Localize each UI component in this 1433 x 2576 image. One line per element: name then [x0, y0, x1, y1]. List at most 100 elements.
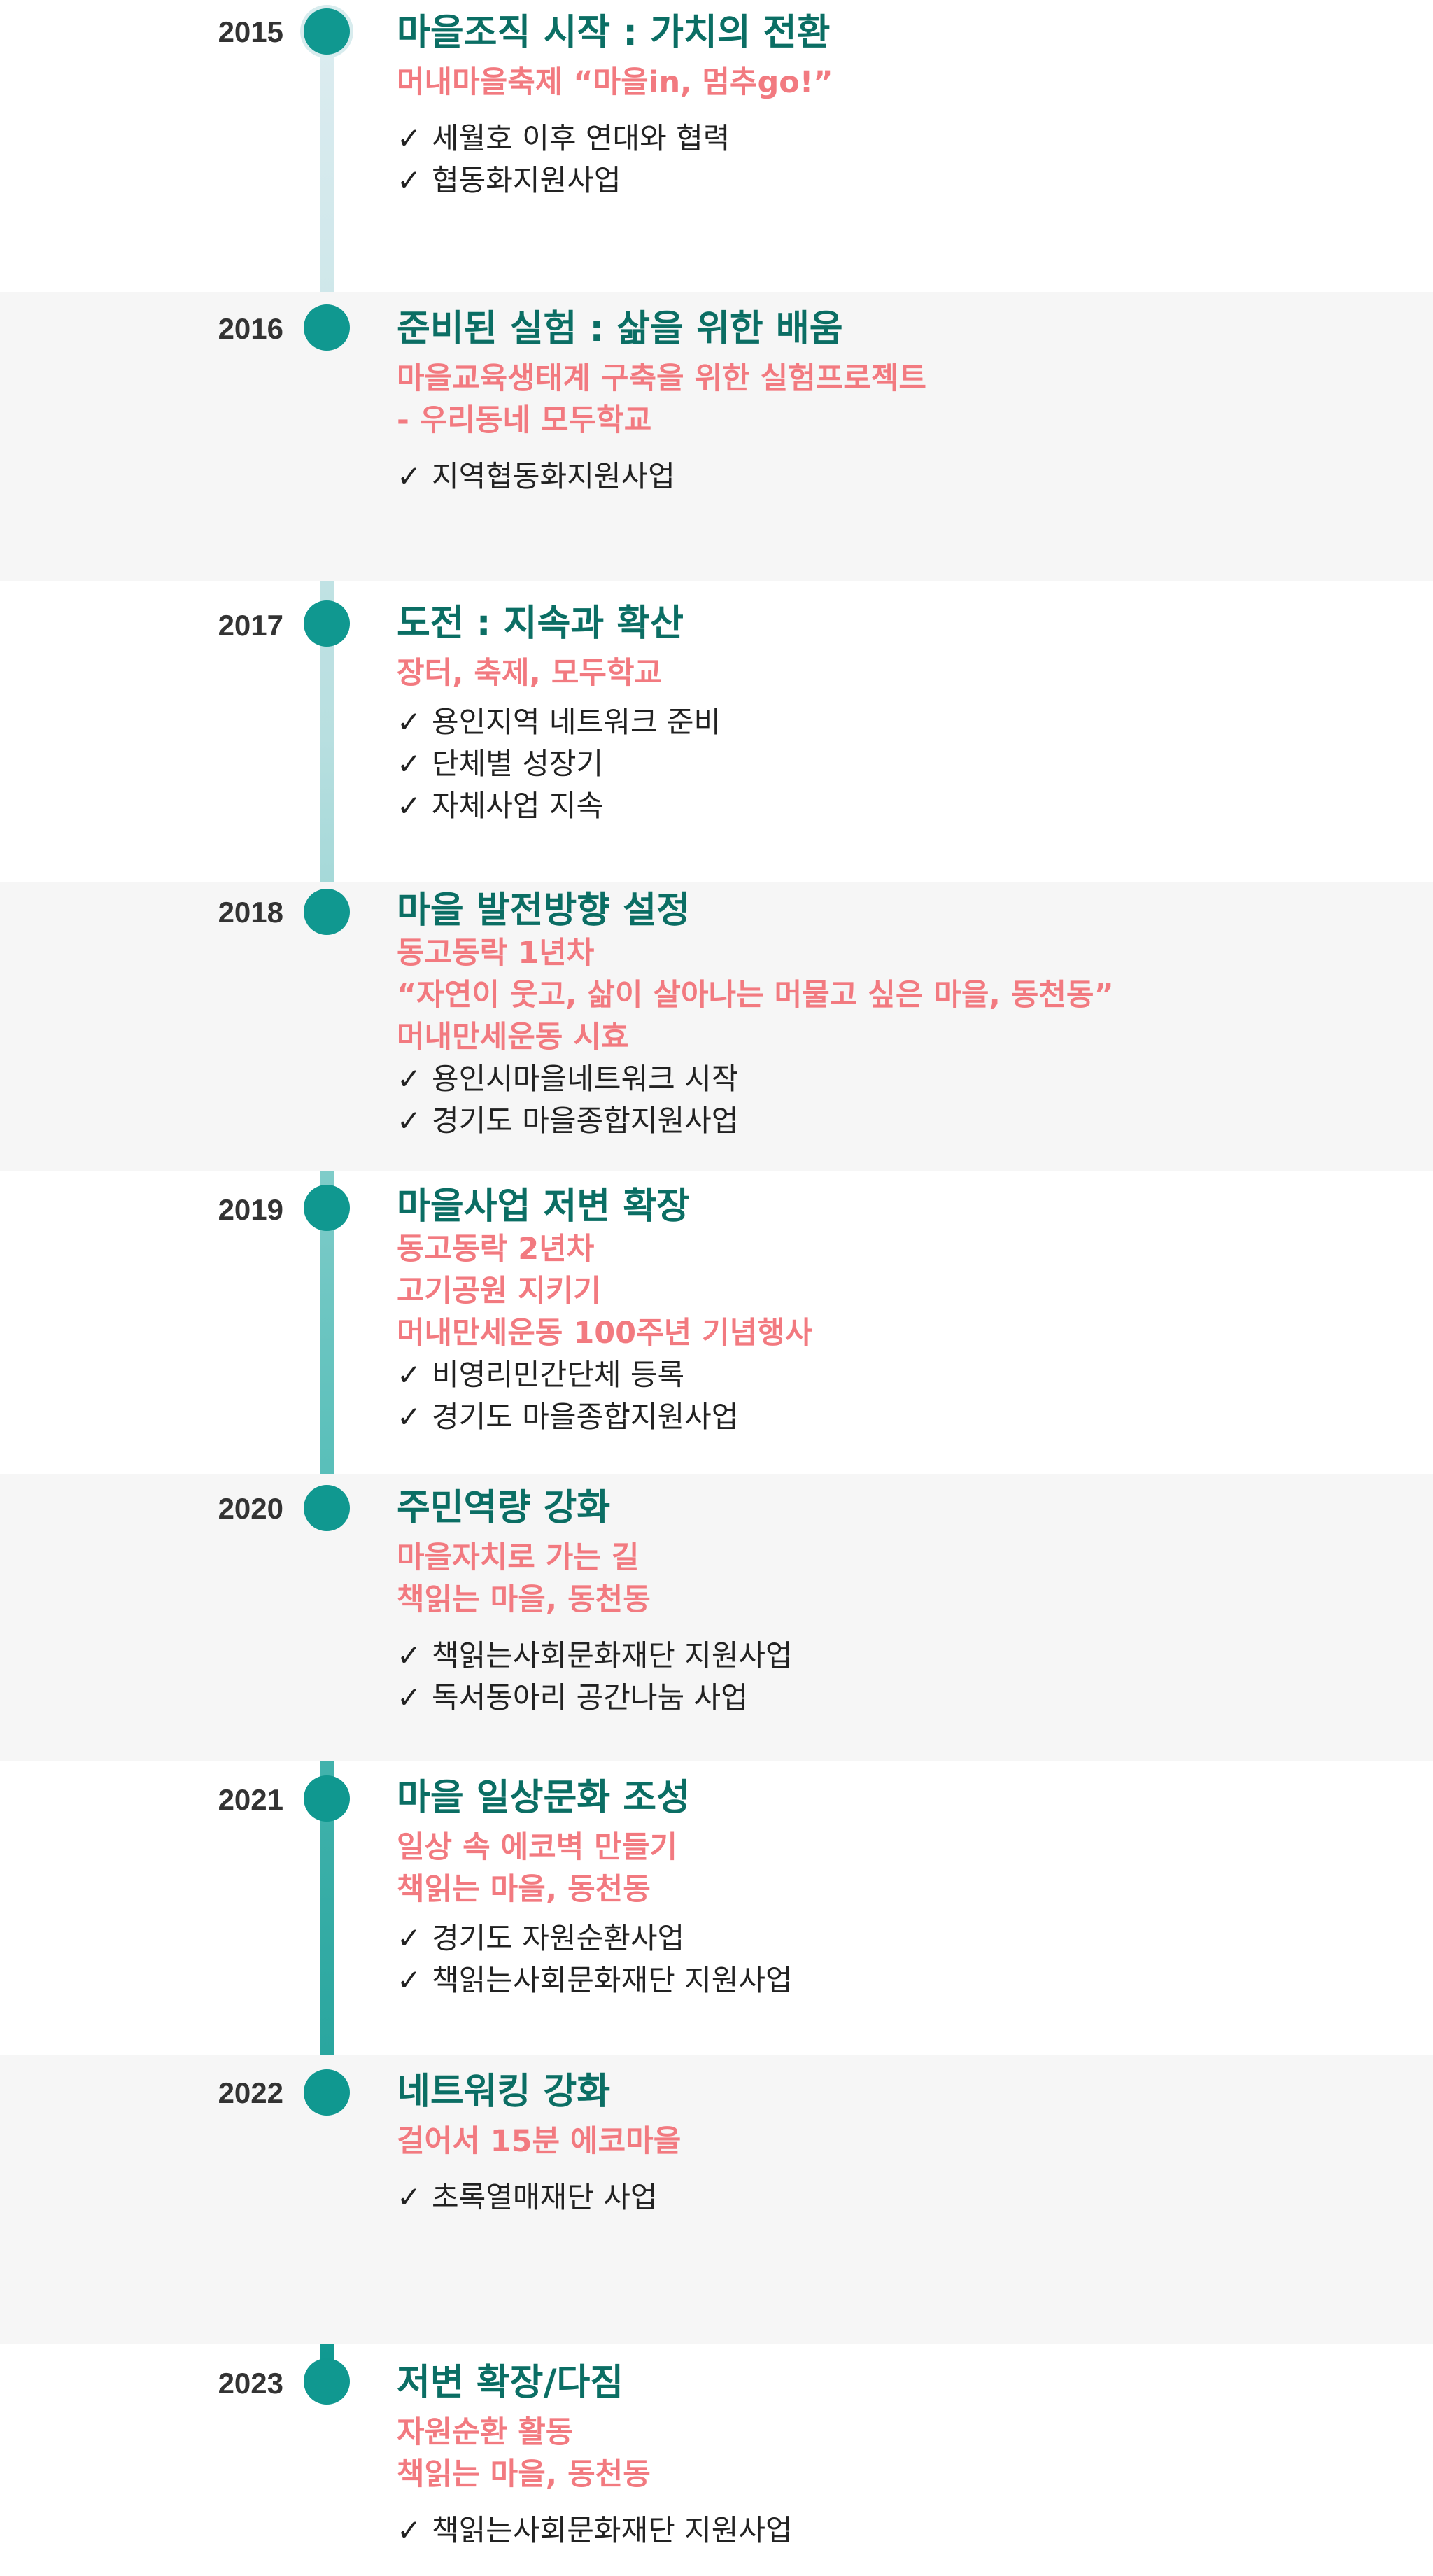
- check-icon: ✓: [397, 705, 422, 739]
- check-icon: ✓: [397, 1104, 422, 1138]
- entry-highlight: 머내만세운동 시효: [397, 1020, 629, 1055]
- check-icon: ✓: [397, 121, 422, 155]
- entry-highlight: 머내마을축제 “마을in, 멈추go!”: [397, 65, 833, 100]
- check-item-label: 단체별 성장기: [432, 747, 604, 781]
- entry-check-item: ✓ 단체별 성장기: [397, 743, 1418, 785]
- timeline-dot: [304, 889, 350, 935]
- check-icon: ✓: [397, 789, 422, 823]
- timeline-dot: [304, 1185, 350, 1231]
- timeline-dot: [304, 8, 350, 55]
- entry-check-item: ✓ 용인시마을네트워크 시작: [397, 1058, 1418, 1100]
- entry-title: 마을 발전방향 설정: [397, 889, 690, 931]
- check-icon: ✓: [397, 2513, 422, 2547]
- entry-highlight: 마을교육생태계 구축을 위한 실험프로젝트: [397, 361, 926, 396]
- check-icon: ✓: [397, 1921, 422, 1955]
- entry-highlight: 고기공원 지키기: [397, 1274, 601, 1309]
- entry-year: 2020: [218, 1492, 283, 1525]
- check-icon: ✓: [397, 1400, 422, 1434]
- check-icon: ✓: [397, 459, 422, 493]
- timeline-dot: [304, 1775, 350, 1822]
- entry-highlight: 장터, 축제, 모두학교: [397, 656, 663, 691]
- entry-title: 준비된 실험 : 삶을 위한 배움: [397, 308, 843, 350]
- entry-title: 저변 확장/다짐: [397, 2362, 624, 2404]
- entry-highlight: 일상 속 에코벽 만들기: [397, 1830, 677, 1865]
- check-icon: ✓: [397, 2180, 422, 2214]
- entry-highlight: 마을자치로 가는 길: [397, 1540, 640, 1575]
- entry-highlight: 동고동락 1년차: [397, 936, 595, 971]
- entry-title: 네트워킹 강화: [397, 2071, 611, 2113]
- entry-check-item: ✓ 초록열매재단 사업: [397, 2176, 1418, 2218]
- entry-check-item: ✓ 독서동아리 공간나눔 사업: [397, 1677, 1418, 1719]
- check-item-label: 용인지역 네트워크 준비: [432, 705, 721, 739]
- check-item-label: 경기도 자원순환사업: [432, 1921, 685, 1955]
- entry-title: 도전 : 지속과 확산: [397, 603, 684, 645]
- entry-highlight: 책읽는 마을, 동천동: [397, 1872, 651, 1907]
- check-item-label: 비영리민간단체 등록: [432, 1358, 685, 1392]
- entry-check-item: ✓ 세월호 이후 연대와 협력: [397, 118, 1418, 160]
- entry-check-item: ✓ 용인지역 네트워크 준비: [397, 701, 1418, 743]
- check-item-label: 경기도 마을종합지원사업: [432, 1104, 739, 1138]
- entry-highlight: 책읽는 마을, 동천동: [397, 2457, 651, 2492]
- check-item-label: 용인시마을네트워크 시작: [432, 1062, 739, 1096]
- check-icon: ✓: [397, 1638, 422, 1673]
- entry-highlight: - 우리동네 모두학교: [397, 403, 652, 438]
- entry-check-item: ✓ 책읽는사회문화재단 지원사업: [397, 1635, 1418, 1677]
- entry-year: 2015: [218, 15, 283, 48]
- timeline-dot: [304, 2069, 350, 2116]
- entry-check-item: ✓ 경기도 마을종합지원사업: [397, 1396, 1418, 1438]
- entry-title: 마을조직 시작 : 가치의 전환: [397, 12, 831, 54]
- entry-year: 2021: [218, 1783, 283, 1816]
- entry-year: 2019: [218, 1193, 283, 1226]
- entry-check-item: ✓ 협동화지원사업: [397, 160, 1418, 202]
- entry-title: 마을 일상문화 조성: [397, 1777, 690, 1819]
- entry-check-item: ✓지역협동화지원사업: [397, 456, 1418, 498]
- entry-highlight: 머내만세운동 100주년 기념행사: [397, 1316, 813, 1351]
- entry-title: 주민역량 강화: [397, 1487, 611, 1529]
- check-item-label: 책읽는사회문화재단 지원사업: [432, 2513, 793, 2547]
- entry-check-item: ✓ 자체사업 지속: [397, 785, 1418, 827]
- entry-highlight: “자연이 웃고, 삶이 살아나는 머물고 싶은 마을, 동천동”: [397, 978, 1114, 1013]
- check-icon: ✓: [397, 747, 422, 781]
- check-item-label: 초록열매재단 사업: [432, 2180, 658, 2214]
- check-item-label: 책읽는사회문화재단 지원사업: [432, 1963, 793, 1997]
- entry-check-item: ✓ 경기도 마을종합지원사업: [397, 1100, 1418, 1142]
- check-icon: ✓: [397, 163, 422, 197]
- check-item-label: 자체사업 지속: [432, 789, 604, 823]
- check-icon: ✓: [397, 1680, 422, 1715]
- entry-year: 2022: [218, 2076, 283, 2109]
- check-item-label: 독서동아리 공간나눔 사업: [432, 1680, 748, 1715]
- check-item-label: 협동화지원사업: [432, 163, 621, 197]
- check-icon: ✓: [397, 1358, 422, 1392]
- check-item-label: 경기도 마을종합지원사업: [432, 1400, 739, 1434]
- entry-highlight: 동고동락 2년차: [397, 1232, 595, 1267]
- entry-check-item: ✓ 책읽는사회문화재단 지원사업: [397, 2510, 1418, 2552]
- timeline-dot: [304, 600, 350, 647]
- check-item-label: 세월호 이후 연대와 협력: [432, 121, 730, 155]
- entry-check-item: ✓ 경기도 자원순환사업: [397, 1917, 1418, 1959]
- entry-check-item: ✓ 비영리민간단체 등록: [397, 1354, 1418, 1396]
- timeline-dot: [304, 304, 350, 351]
- entry-highlight: 걸어서 15분 에코마을: [397, 2124, 682, 2159]
- timeline-dot: [304, 1485, 350, 1531]
- timeline-dot: [304, 2358, 350, 2405]
- check-item-label: 책읽는사회문화재단 지원사업: [432, 1638, 793, 1673]
- entry-year: 2016: [218, 312, 283, 345]
- entry-year: 2017: [218, 609, 283, 642]
- check-icon: ✓: [397, 1062, 422, 1096]
- entry-highlight: 자원순환 활동: [397, 2415, 574, 2450]
